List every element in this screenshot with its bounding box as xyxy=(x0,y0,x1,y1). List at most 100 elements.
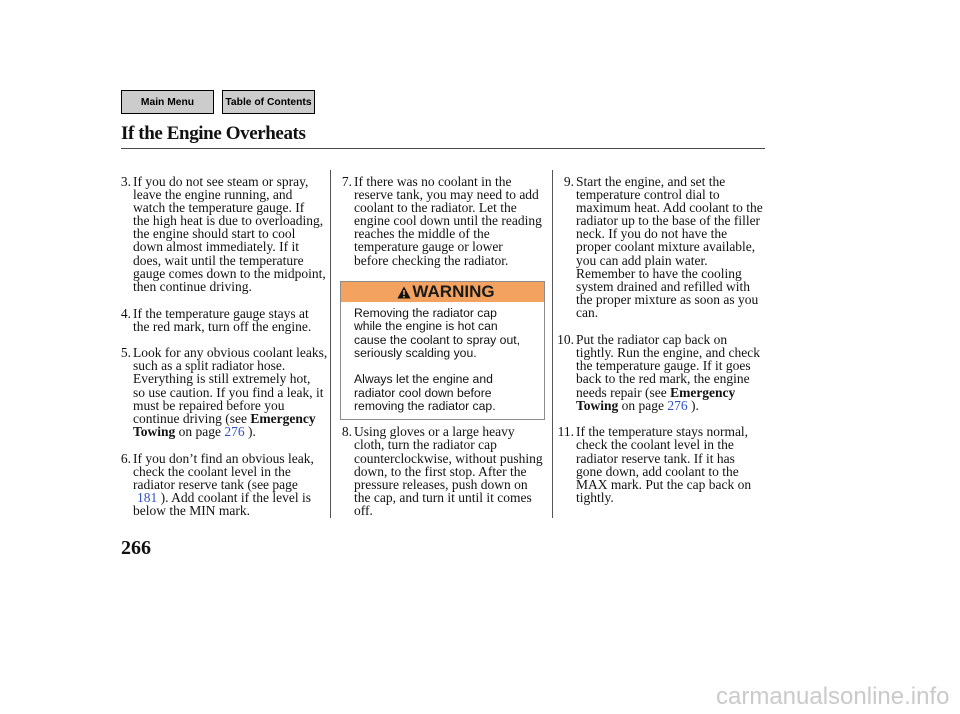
step-line: check the coolant level in the xyxy=(576,437,734,453)
step-line: radiator reserve tank (see page xyxy=(133,477,298,493)
step-line: so use caution. If you find a leak, it xyxy=(133,384,324,400)
page-number: 266 xyxy=(121,537,151,559)
step-line: reserve tank, you may need to add xyxy=(354,186,539,202)
step-line: continue driving (see Emergency xyxy=(133,411,327,427)
step-line: Look for any obvious coolant leaks, xyxy=(133,345,328,361)
step-line: If there was no coolant in the xyxy=(354,173,512,189)
step-line: maximum heat. Add coolant to the xyxy=(576,199,763,215)
step-line: gone down, add coolant to the xyxy=(576,463,739,479)
warning-line: seriously scalding you. xyxy=(354,345,477,360)
step-line: needs repair (see Emergency xyxy=(576,384,760,400)
step-line: the engine should start to cool xyxy=(133,226,296,242)
step-number: 8. xyxy=(341,424,352,440)
step-line: then continue driving. xyxy=(133,279,252,294)
step-line: gauge comes down to the midpoint, xyxy=(133,265,326,281)
reference-title: Towing xyxy=(133,424,176,440)
warning-message: Removing the radiator cap while the engi… xyxy=(354,306,520,414)
step-line: Put the radiator cap back on xyxy=(576,331,728,347)
step-line: the temperature gauge. If it goes xyxy=(576,358,751,374)
step-line: counterclockwise, without pushing xyxy=(354,450,543,466)
step-line: Remember to have the cooling xyxy=(576,265,742,281)
step-line: Using gloves or a large heavy xyxy=(354,424,515,440)
page-link-181[interactable]: 181 xyxy=(137,490,158,506)
warning-triangle-icon xyxy=(397,286,412,299)
step-line: can. xyxy=(576,305,599,321)
step-line: radiator reserve tank. If it has xyxy=(576,450,735,466)
warning-line: removing the radiator cap. xyxy=(354,399,496,414)
step-line: coolant to the radiator. Let the xyxy=(354,199,517,215)
warning-line: cause the coolant to spray out, xyxy=(354,332,520,347)
step-number: 5. xyxy=(120,345,131,361)
step-line: tightly. xyxy=(576,490,614,506)
step-line: radiator up to the base of the filler xyxy=(576,213,761,229)
step-6: 6. If you don’t find an obvious leak, ch… xyxy=(121,450,314,519)
step-line: pressure releases, push down on xyxy=(354,477,528,493)
step-line: MAX mark. Put the cap back on xyxy=(576,477,752,493)
step-line-text: needs repair (see xyxy=(576,384,667,400)
warning-line: radiator cool down before xyxy=(354,385,492,400)
step-line: If the temperature gauge stays at xyxy=(133,305,309,321)
reference-close: ). xyxy=(691,397,699,413)
step-line: off. xyxy=(354,503,373,519)
step-number: 7. xyxy=(341,173,352,189)
step-line-text: continue driving (see xyxy=(133,411,247,427)
step-line: neck. If you do not have the xyxy=(576,226,728,242)
step-line: engine cool down until the reading xyxy=(354,213,542,229)
step-line: If you don’t find an obvious leak, xyxy=(133,450,314,466)
step-9: 9. Start the engine, and set the tempera… xyxy=(564,174,763,321)
step-number: 4. xyxy=(120,305,131,321)
column-divider-right xyxy=(552,170,553,518)
warning-box: WARNING Removing the radiator cap while … xyxy=(340,281,545,420)
step-line: below the MIN mark. xyxy=(133,503,250,519)
step-3: 3. If you do not see steam or spray, lea… xyxy=(121,173,326,294)
page-link-276[interactable]: 276 xyxy=(667,397,688,413)
reference-title: Emergency xyxy=(670,384,736,400)
table-of-contents-button[interactable]: Table of Contents xyxy=(222,90,315,114)
step-line: the cap, and turn it until it comes xyxy=(354,490,532,506)
step-4: 4. If the temperature gauge stays at the… xyxy=(121,305,312,334)
step-line: system drained and refilled with xyxy=(576,279,750,294)
paragraph-gap xyxy=(354,360,520,373)
step-line: down, to the first stop. After the xyxy=(354,463,527,479)
title-rule xyxy=(121,148,765,149)
step-line: If the temperature stays normal, xyxy=(576,424,749,440)
reference-title: Towing xyxy=(576,397,619,413)
on-page-text: on page xyxy=(178,424,222,440)
step-line: cloth, turn the radiator cap xyxy=(354,437,497,453)
step-line: must be repaired before you xyxy=(133,397,285,413)
reference-title: Emergency xyxy=(250,411,316,427)
on-page-text: on page xyxy=(621,397,665,413)
step-line: Towing on page 276 ). xyxy=(576,397,760,413)
step-line: temperature control dial to xyxy=(576,186,720,202)
step-line: Everything is still extremely hot, xyxy=(133,371,311,387)
step-line: does, wait until the temperature xyxy=(133,252,304,268)
step-number: 6. xyxy=(120,450,131,466)
step-number: 9. xyxy=(563,173,574,189)
step-line: tightly. Run the engine, and check xyxy=(576,345,760,361)
step-line: reaches the middle of the xyxy=(354,226,490,242)
step-line: such as a split radiator hose. xyxy=(133,358,286,374)
warning-header: WARNING xyxy=(341,282,544,302)
step-line: proper coolant mixture available, xyxy=(576,239,756,255)
watermark: carmanualsonline.info xyxy=(716,683,950,710)
reference-close: ). xyxy=(248,424,256,440)
step-line: check the coolant level in the xyxy=(133,463,291,479)
step-11: 11. If the temperature stays normal, che… xyxy=(558,424,752,506)
step-line: the high heat is due to overloading, xyxy=(133,213,324,229)
warning-line: Always let the engine and xyxy=(354,372,493,387)
step-line: before checking the radiator. xyxy=(354,252,509,268)
step-number: 11. xyxy=(557,424,574,440)
step-line: 181 ). Add coolant if the level is xyxy=(133,490,314,506)
step-line-text: ). Add coolant if the level is xyxy=(160,490,311,506)
warning-line: Removing the radiator cap xyxy=(354,306,497,320)
step-line: If you do not see steam or spray, xyxy=(133,173,309,189)
step-8: 8. Using gloves or a large heavy cloth, … xyxy=(342,424,543,519)
step-line: down almost immediately. If it xyxy=(133,239,299,255)
main-menu-button[interactable]: Main Menu xyxy=(121,90,214,114)
step-5: 5. Look for any obvious coolant leaks, s… xyxy=(121,345,328,440)
page-link-276[interactable]: 276 xyxy=(224,424,245,440)
step-line: you can add plain water. xyxy=(576,252,708,268)
step-line: the red mark, turn off the engine. xyxy=(133,318,312,334)
column-divider-left xyxy=(330,170,331,518)
